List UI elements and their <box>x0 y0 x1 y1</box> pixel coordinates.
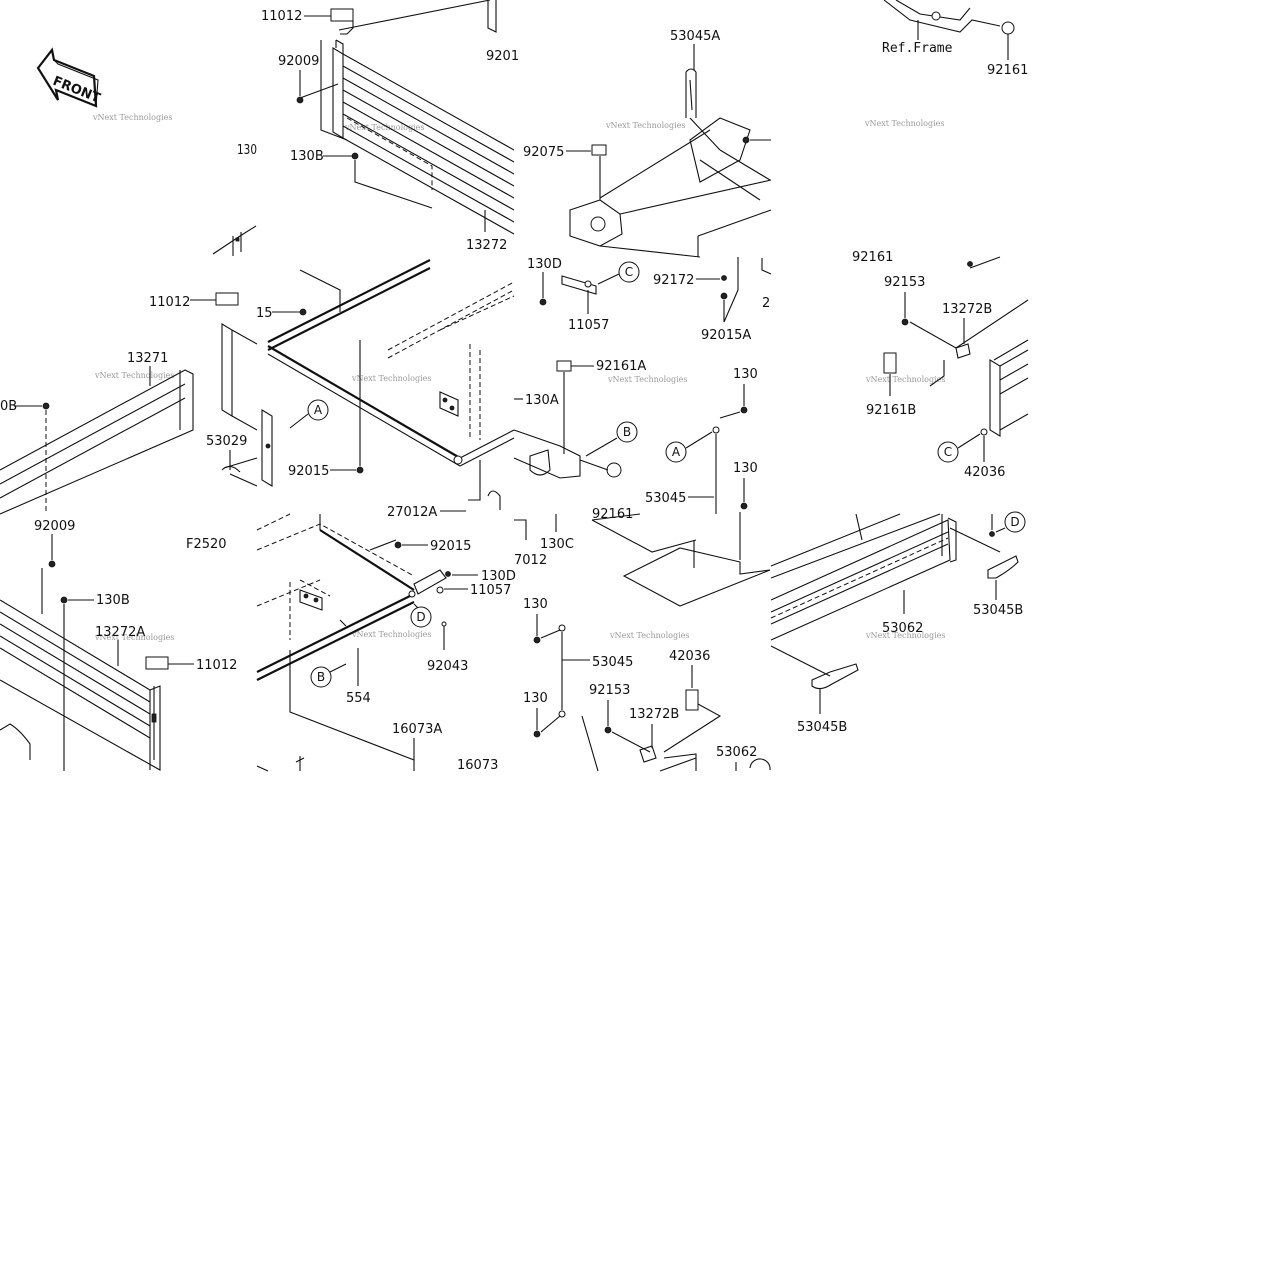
watermark-8: vNext Technologies <box>865 375 945 384</box>
label-92172: 92172 <box>653 273 694 288</box>
label-92153-b: 92153 <box>589 683 630 698</box>
label-53062: 53062 <box>882 621 923 636</box>
figure-code: F2520 <box>186 537 227 552</box>
label-16073a: 16073A <box>392 722 442 737</box>
label-92161b-b: 42036 <box>669 649 710 664</box>
front-arrow-icon: FRONT <box>36 47 102 108</box>
tile-1: 130 <box>212 143 257 256</box>
watermark-12: vNext Technologies <box>865 631 945 640</box>
watermark-3: vNext Technologies <box>605 121 685 130</box>
watermark-1: vNext Technologies <box>92 113 172 122</box>
label-130d-b: 130D <box>481 569 516 584</box>
label-554-partial: 554 <box>346 691 371 706</box>
label-130b-b: 130B <box>96 593 130 608</box>
label-130-b: 130 <box>733 461 758 476</box>
label-42036-a: 42036 <box>964 465 1005 480</box>
label-92009-b: 92009 <box>34 519 75 534</box>
tile-3: 53045A 92075 <box>523 29 772 258</box>
label-16073: 16073 <box>457 758 498 773</box>
tile-6: 15 130A A 92015 27012A <box>256 259 559 520</box>
watermark-2: vNext Technologies <box>344 123 424 132</box>
label-13272: 13272 <box>466 238 507 253</box>
callout-b-1: B <box>623 425 631 439</box>
watermark-10: vNext Technologies <box>351 630 431 639</box>
label-2-partial: 2 <box>762 296 770 311</box>
label-11057-a: 11057 <box>568 318 609 333</box>
watermark-5: vNext Technologies <box>94 371 174 380</box>
label-53045b-b: 53045B <box>973 603 1023 618</box>
label-92009-a: 92009 <box>278 54 319 69</box>
label-130d-a: 130D <box>527 257 562 272</box>
label-13271: 13271 <box>127 351 168 366</box>
label-53045-a: 53045 <box>645 491 686 506</box>
tile-5: 11012 13271 0B 53029 <box>0 292 273 515</box>
label-7012-partial: 7012 <box>514 553 547 568</box>
label-42036-b: 53062 <box>716 745 757 760</box>
label-92161-partial: 92161 <box>852 250 893 265</box>
tile-2: 11012 92009 130B 13272 9201 <box>261 0 519 253</box>
label-92075: 92075 <box>523 145 564 160</box>
watermark-6: vNext Technologies <box>351 374 431 383</box>
label-11012-b: 11012 <box>149 295 190 310</box>
tile-10: 92015 130D 11057 D 92043 B 554 16073A 16… <box>256 513 547 773</box>
tile-11: 130C 130 53045 130 42036 92153 13272B 53… <box>523 512 771 772</box>
watermark-7: vNext Technologies <box>607 375 687 384</box>
label-0b-partial: 0B <box>0 399 17 414</box>
tile-9: 11012 92009 130B 13272A F2520 <box>0 519 237 771</box>
label-130b-a: 130B <box>290 149 324 164</box>
label-ref-frame: Ref.Frame <box>882 41 953 56</box>
tile-8: 92161 92153 13272B 92161B C 42036 <box>852 250 1029 480</box>
label-53045b-a: 53045B <box>797 720 847 735</box>
callout-b-2: B <box>317 670 325 684</box>
label-92015-b: 92015 <box>430 539 471 554</box>
label-53045-b: 53045 <box>592 655 633 670</box>
label-27012a: 27012A <box>387 505 437 520</box>
label-130-d: 130 <box>523 691 548 706</box>
label-130-a: 130 <box>733 367 758 382</box>
label-11057-b: 11057 <box>470 583 511 598</box>
label-130-c: 130 <box>523 597 548 612</box>
label-92015a: 92015A <box>701 328 751 343</box>
tile-4: Ref.Frame 92161 <box>882 0 1028 78</box>
label-13272b-b: 13272B <box>629 707 679 722</box>
tile-12: 53045B 53045B D 53062 <box>770 511 1026 735</box>
watermark-9: vNext Technologies <box>94 633 174 642</box>
label-92015-a: 92015 <box>288 464 329 479</box>
label-9201-partial: 9201 <box>486 49 519 64</box>
tile-7: 130D 11057 C 92172 92015A 2 92161A 92161… <box>513 257 772 522</box>
label-53045a: 53045A <box>670 29 720 44</box>
label-92161a: 92161A <box>596 359 646 374</box>
label-11012-c: 11012 <box>196 658 237 673</box>
label-92043: 92043 <box>427 659 468 674</box>
label-11012-a: 11012 <box>261 9 302 24</box>
label-130c: 130C <box>540 537 574 552</box>
callout-a-1: A <box>314 403 323 417</box>
label-13272b-a: 13272B <box>942 302 992 317</box>
label-15-partial: 15 <box>256 306 273 321</box>
callout-c-2: C <box>944 445 952 459</box>
label-92161-a: 92161 <box>987 63 1028 78</box>
watermarks: vNext Technologies vNext Technologies vN… <box>92 113 945 642</box>
callout-a-2: A <box>672 445 681 459</box>
watermark-11: vNext Technologies <box>609 631 689 640</box>
callout-c-1: C <box>625 265 633 279</box>
label-53029: 53029 <box>206 434 247 449</box>
watermark-4: vNext Technologies <box>864 119 944 128</box>
label-92161b-a: 92161B <box>866 403 916 418</box>
callout-d-1: D <box>416 610 425 624</box>
callout-d-2: D <box>1010 515 1019 529</box>
label-13272a: 13272A <box>95 625 145 640</box>
label-92153-a: 92153 <box>884 275 925 290</box>
label-130-partial: 130 <box>237 143 257 158</box>
label-130a: 130A <box>525 393 559 408</box>
